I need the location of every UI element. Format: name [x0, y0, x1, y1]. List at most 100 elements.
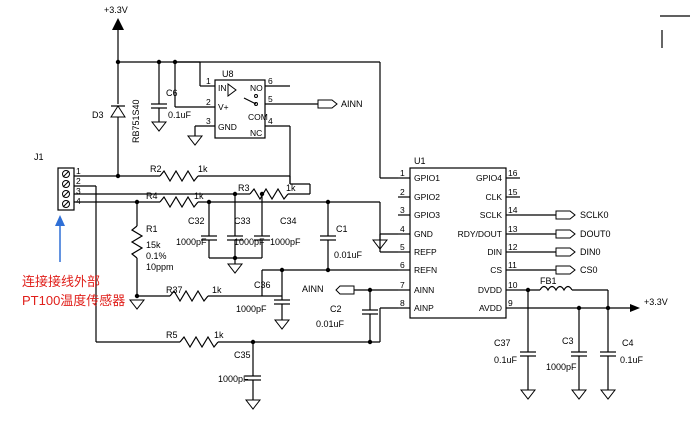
- u8-num-5: 5: [268, 94, 273, 104]
- j1-pin-1: 1: [76, 166, 81, 176]
- r1-tc: 10ppm: [146, 262, 174, 272]
- power-filter: +3.3V FB1: [520, 276, 668, 312]
- r1-value: 15k: [146, 240, 161, 250]
- r5-value: 1k: [214, 330, 224, 340]
- c2-value: 0.01uF: [316, 319, 345, 329]
- resistor-r2: R2 1k: [150, 164, 291, 184]
- c33-value: 1000pF: [234, 237, 265, 247]
- u1-left-pin-num: 1: [400, 168, 405, 178]
- net-din: DIN0: [580, 247, 601, 257]
- r4-ref: R4: [146, 191, 158, 201]
- u1-right-pin-name: CLK: [485, 192, 502, 202]
- c3-ref: C3: [562, 336, 574, 346]
- c36-ref: C36: [254, 280, 271, 290]
- u1-left-pin-num: 8: [400, 298, 405, 308]
- capacitor-c2: C2 0.01uF: [316, 290, 378, 342]
- u1-left-pin-name: GPIO3: [414, 210, 440, 220]
- junction-dots: [115, 59, 611, 345]
- u1-left-pin-name: AINP: [414, 303, 434, 313]
- capacitor-c33: C33 1000pF: [226, 194, 265, 274]
- d3-ref: D3: [92, 110, 104, 120]
- j1-pin-2: 2: [76, 176, 81, 186]
- u1-right-pin-num: 11: [508, 260, 517, 270]
- u8-ref: U8: [222, 69, 234, 79]
- net-dout: DOUT0: [580, 229, 611, 239]
- c37-ref: C37: [494, 338, 511, 348]
- r1-ref: R1: [146, 224, 158, 234]
- capacitor-c32: C32 1000pF: [176, 202, 217, 258]
- r3-ref: R3: [238, 183, 250, 193]
- r5-ref: R5: [166, 330, 178, 340]
- resistor-r4: R4 1k: [146, 191, 398, 253]
- u8-num-1: 1: [206, 76, 211, 86]
- power-top-label: +3.3V: [104, 5, 128, 15]
- c4-ref: C4: [622, 338, 634, 348]
- u1-right-pin-name: SCLK: [480, 210, 503, 220]
- capacitor-c34: C34 1000pF: [209, 194, 301, 259]
- c35-ref: C35: [234, 350, 251, 360]
- net-ainn-out: AINN: [341, 99, 363, 109]
- u1-right-pin-num: 15: [508, 187, 518, 197]
- u1-left-pin-num: 3: [400, 205, 405, 215]
- fb1-ref: FB1: [540, 276, 557, 286]
- sensor-annotation: 连接接线外部 PT100温度传感器: [22, 215, 125, 308]
- capacitor-c37: C37 0.1uF: [494, 290, 537, 400]
- u8-num-2: 2: [206, 97, 211, 107]
- r3-value: 1k: [286, 183, 296, 193]
- r2-ref: R2: [150, 164, 162, 174]
- capacitor-c35: C35 1000pF: [218, 342, 262, 410]
- u1-gnd-wire: [371, 233, 398, 250]
- capacitor-c6: C6 0.1uF: [150, 62, 192, 132]
- u1-right-pin-name: GPIO4: [476, 173, 502, 183]
- c34-value: 1000pF: [270, 237, 301, 247]
- c2-ref: C2: [330, 304, 342, 314]
- c6-ref: C6: [166, 88, 178, 98]
- u8-pin-gnd: GND: [218, 122, 237, 132]
- capacitor-c36: C36 1000pF: [236, 270, 291, 330]
- u1-left-pin-name: GND: [414, 229, 433, 239]
- c3-value: 1000pF: [546, 362, 577, 372]
- d3-part: RB751S40: [131, 99, 141, 143]
- u1-right-pin-name: RDY/DOUT: [458, 229, 502, 239]
- annotation-line1: 连接接线外部: [22, 274, 100, 289]
- c37-value: 0.1uF: [494, 355, 518, 365]
- u1-right-pin-num: 9: [508, 298, 513, 308]
- u1-right-nets: SCLK0 DOUT0 DIN0 CS0: [520, 210, 611, 275]
- power-right-label: +3.3V: [644, 297, 668, 307]
- u1-left-pin-num: 5: [400, 242, 405, 252]
- u1-left-pin-name: GPIO2: [414, 192, 440, 202]
- u8-num-6: 6: [268, 76, 273, 86]
- u1-right-pin-num: 13: [508, 224, 518, 234]
- c32-value: 1000pF: [176, 237, 207, 247]
- c6-value: 0.1uF: [168, 110, 192, 120]
- u1-right-pin-name: AVDD: [479, 303, 502, 313]
- j1-pin-3: 3: [76, 186, 81, 196]
- u1-right-pin-num: 16: [508, 168, 518, 178]
- u8-pin-com: COM: [248, 112, 268, 122]
- u1-right-pin-num: 14: [508, 205, 518, 215]
- resistor-r1: R1 15k 0.1% 10ppm: [130, 202, 174, 296]
- c34-ref: C34: [280, 216, 297, 226]
- c36-value: 1000pF: [236, 304, 267, 314]
- u1-right-pin-name: DVDD: [478, 285, 502, 295]
- r37-ref: R37: [166, 285, 183, 295]
- r37-value: 1k: [212, 285, 222, 295]
- u8-num-4: 4: [268, 116, 273, 126]
- u1-left-pin-name: REFP: [414, 247, 437, 257]
- capacitor-c3: C3 1000pF: [546, 308, 588, 400]
- resistor-r5: R5 1k: [96, 307, 398, 349]
- u1-ref: U1: [414, 156, 426, 166]
- resistor-r37: R37 1k: [128, 285, 282, 310]
- c35-value: 1000pF: [218, 374, 249, 384]
- j1-wires: [74, 150, 235, 342]
- resistor-r3: R3 1k: [235, 183, 311, 201]
- u1-left-pin-num: 7: [400, 280, 405, 290]
- u1-left-pin-num: 4: [400, 224, 405, 234]
- u8-pin-in: IN: [218, 83, 227, 93]
- u1-right-pin-num: 12: [508, 242, 518, 252]
- u8-pin-vplus: V+: [218, 102, 229, 112]
- u1-left-pin-name: AINN: [414, 285, 434, 295]
- u8-pin-nc: NC: [250, 128, 262, 138]
